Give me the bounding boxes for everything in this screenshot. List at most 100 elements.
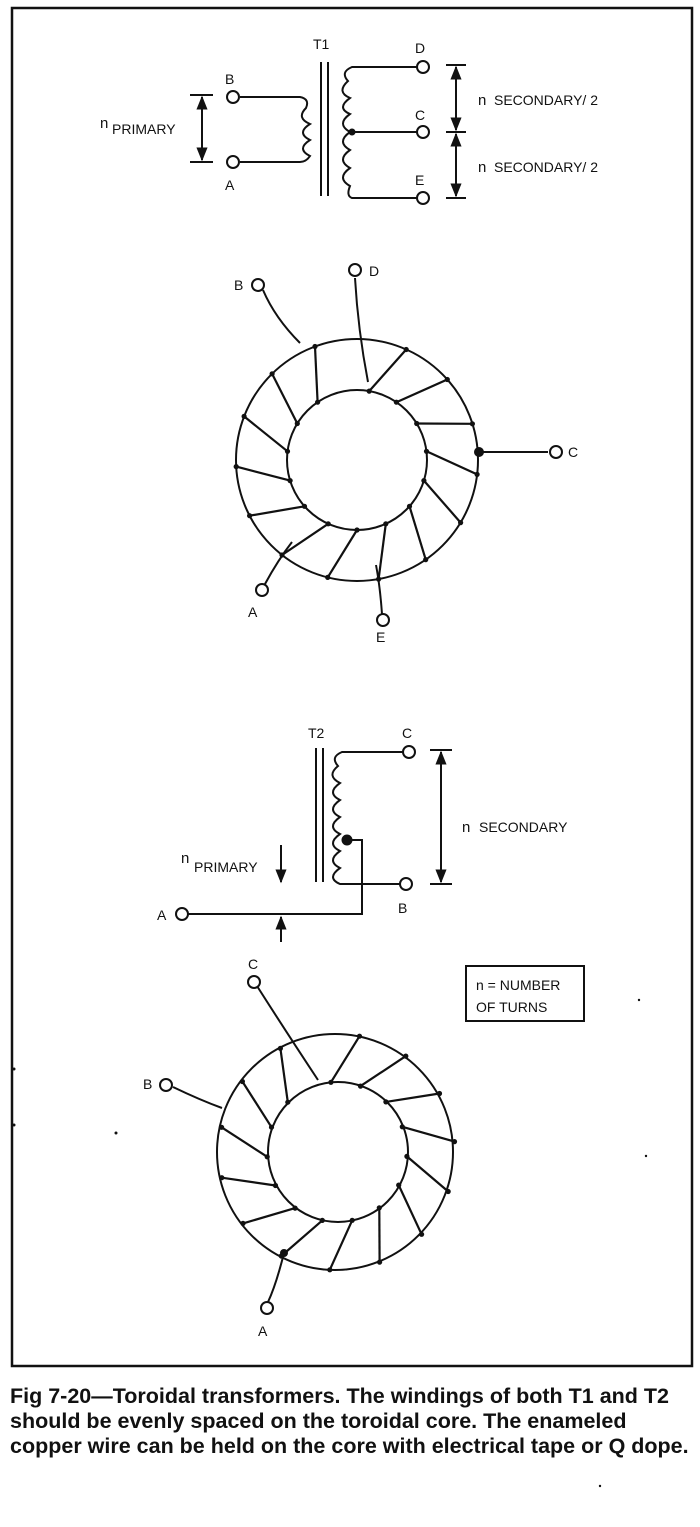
t2-toroid-label-a: A xyxy=(258,1323,268,1339)
t1-toroid-lead-a xyxy=(264,541,293,585)
t2-toroid-lead-c xyxy=(256,985,319,1081)
t1-winding-turn xyxy=(408,505,427,560)
t1-winding-turn xyxy=(377,523,387,580)
t2-winding-turn xyxy=(280,1219,324,1257)
t2-winding-wrap xyxy=(404,1153,410,1159)
t1-label-e: E xyxy=(415,172,424,188)
t1-winding-wrap xyxy=(241,413,247,419)
t1-winding-wrap xyxy=(366,388,372,394)
t2-n-primary-label: PRIMARY xyxy=(194,859,258,875)
figure-caption: Fig 7-20—Toroidal transformers. The wind… xyxy=(10,1384,689,1458)
t2-winding-wrap xyxy=(356,1033,363,1039)
t2-toroid-windings xyxy=(219,1033,458,1273)
legend-box: n = NUMBER OF TURNS xyxy=(465,965,585,1022)
t2-winding-wrap xyxy=(376,1205,382,1211)
t1-winding-wrap xyxy=(247,513,253,519)
t1-winding-turn xyxy=(281,522,329,556)
t1-label: T1 xyxy=(313,36,330,52)
legend-line-2: OF TURNS xyxy=(476,999,547,1015)
t2-terminal-c xyxy=(402,745,416,759)
t1-toroid-terminal-e xyxy=(376,613,390,627)
t1-schematic xyxy=(190,60,466,205)
t1-toroid-terminal-d xyxy=(348,263,362,277)
t1-terminal-d xyxy=(416,60,430,74)
t2-toroid-outer xyxy=(216,1033,454,1271)
t2-toroid-label-c: C xyxy=(248,956,258,972)
t1-toroid-label-a: A xyxy=(248,604,258,620)
t2-toroid-lead-b xyxy=(172,1086,223,1109)
t1-winding-turn xyxy=(249,505,305,517)
t1-winding-wrap xyxy=(325,574,331,581)
t2-toroid-label-b: B xyxy=(143,1076,152,1092)
t1-winding-turn xyxy=(313,346,319,403)
t2-winding-wrap xyxy=(285,1099,291,1105)
t1-toroid-lead-d xyxy=(354,277,369,383)
t2-winding-wrap xyxy=(292,1205,298,1211)
t2-winding-wrap xyxy=(219,1124,225,1130)
t2-toroid-inner xyxy=(267,1081,409,1223)
t2-winding-wrap xyxy=(357,1083,364,1089)
t1-n-secondary-bottom-label: SECONDARY/ 2 xyxy=(494,159,598,175)
figure-frame xyxy=(10,6,694,1368)
t1-toroid-terminal-a xyxy=(255,583,269,597)
t1-toroid-label-e: E xyxy=(376,629,385,645)
t1-winding-turn xyxy=(243,415,289,453)
t1-toroid-lead-b xyxy=(262,289,301,344)
t1-n-primary-label: PRIMARY xyxy=(112,121,176,137)
t1-winding-wrap xyxy=(474,471,480,477)
t1-toroid-terminal-c xyxy=(549,445,563,459)
t1-winding-wrap xyxy=(423,557,429,563)
t1-winding-wrap xyxy=(301,503,308,509)
t1-terminal-a xyxy=(226,155,240,169)
t1-toroid-lead-e xyxy=(375,564,383,615)
t2-winding-turn xyxy=(279,1048,289,1103)
t2-winding-wrap xyxy=(277,1045,283,1051)
scan-specks xyxy=(12,998,648,1488)
t2-winding-wrap xyxy=(445,1188,451,1195)
t1-winding-wrap xyxy=(444,376,450,383)
t1-terminal-e xyxy=(416,191,430,205)
t2-winding-turn xyxy=(397,1184,423,1235)
t1-toroid-label-b: B xyxy=(234,277,243,293)
t2-winding-turn xyxy=(221,1176,276,1187)
t1-terminal-b xyxy=(226,90,240,104)
t1-winding-wrap xyxy=(469,421,475,427)
t2-winding-wrap xyxy=(268,1124,275,1130)
t1-winding-wrap xyxy=(233,464,239,470)
t2-n-primary-n: n xyxy=(181,850,189,867)
t2-winding-wrap xyxy=(396,1182,402,1188)
t2-winding-wrap xyxy=(219,1175,225,1181)
t2-n-secondary-label: SECONDARY xyxy=(479,819,568,835)
t1-winding-turn xyxy=(271,373,299,424)
t2-winding-wrap xyxy=(419,1231,425,1237)
t1-winding-turn xyxy=(423,479,462,524)
t2-winding-wrap xyxy=(399,1124,405,1130)
t2-winding-wrap xyxy=(451,1139,458,1145)
t1-toroid-label-d: D xyxy=(369,263,379,279)
t1-label-d: D xyxy=(415,40,425,56)
t1-primary-coil xyxy=(240,96,313,163)
t2-toroid xyxy=(159,975,458,1315)
t2-winding-turn xyxy=(406,1155,449,1193)
t2-label-a: A xyxy=(157,907,167,923)
t1-winding-wrap xyxy=(312,343,318,350)
t2-terminal-b xyxy=(399,877,413,891)
t1-toroid-outer xyxy=(235,338,479,582)
t1-n-primary-n: n xyxy=(100,115,108,132)
t1-n-secondary-top-label: SECONDARY/ 2 xyxy=(494,92,598,108)
t1-winding-wrap xyxy=(383,521,389,527)
t1-winding-wrap xyxy=(315,399,321,405)
t2-winding-wrap xyxy=(377,1259,383,1265)
t2-winding-turn xyxy=(242,1207,296,1225)
t1-toroid xyxy=(233,263,563,627)
t1-label-c: C xyxy=(415,107,425,123)
t1-winding-turn xyxy=(395,378,448,404)
t2-winding-turn xyxy=(241,1080,273,1128)
t1-winding-turn xyxy=(368,348,408,392)
t1-n-secondary-bottom-n: n xyxy=(478,159,486,176)
t1-label-b: B xyxy=(225,71,234,87)
t1-label-a: A xyxy=(225,177,235,193)
t1-winding-wrap xyxy=(393,399,399,405)
t2-label-c: C xyxy=(402,725,412,741)
